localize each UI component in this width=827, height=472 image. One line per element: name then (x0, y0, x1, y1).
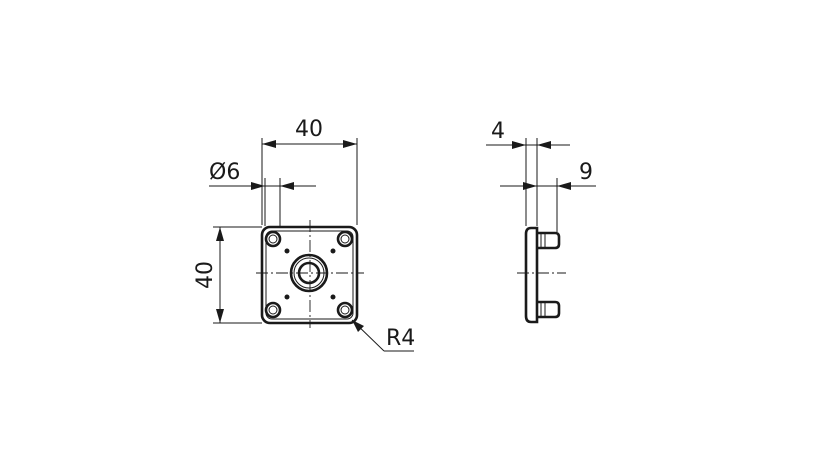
height-label: 40 (193, 261, 218, 289)
center-hole (297, 261, 321, 285)
side-pin-upper (537, 231, 561, 250)
dimension-height (213, 226, 262, 324)
side-plate (524, 226, 539, 324)
pin-dot-bottom-right (330, 294, 336, 300)
corner-hole-bottom-left (264, 301, 282, 319)
width-label: 40 (295, 117, 323, 142)
center-boss-inner (293, 257, 325, 289)
hole-diameter-label: Ø6 (209, 160, 240, 185)
dimension-hole-diameter (209, 178, 316, 226)
plate-outline (260, 225, 359, 325)
radius-label: R4 (386, 326, 415, 351)
thickness-label: 4 (491, 119, 505, 144)
corner-hole-top-left (264, 230, 282, 248)
dimension-width (261, 138, 358, 225)
corner-hole-top-right (336, 230, 354, 248)
pin-dot-top-left (284, 248, 290, 254)
dimension-thickness (486, 138, 570, 226)
front-view (256, 220, 364, 328)
corner-hole-bottom-right (336, 301, 354, 319)
radius-leader (351, 319, 414, 352)
side-pin-lower (537, 300, 561, 319)
plate-inner-outline (265, 230, 354, 320)
pin-dot-bottom-left (284, 294, 290, 300)
dimension-pin-length (500, 178, 596, 232)
side-view (517, 226, 566, 324)
center-boss-outer (289, 253, 329, 293)
pin-length-label: 9 (579, 160, 593, 185)
pin-dot-top-right (330, 248, 336, 254)
